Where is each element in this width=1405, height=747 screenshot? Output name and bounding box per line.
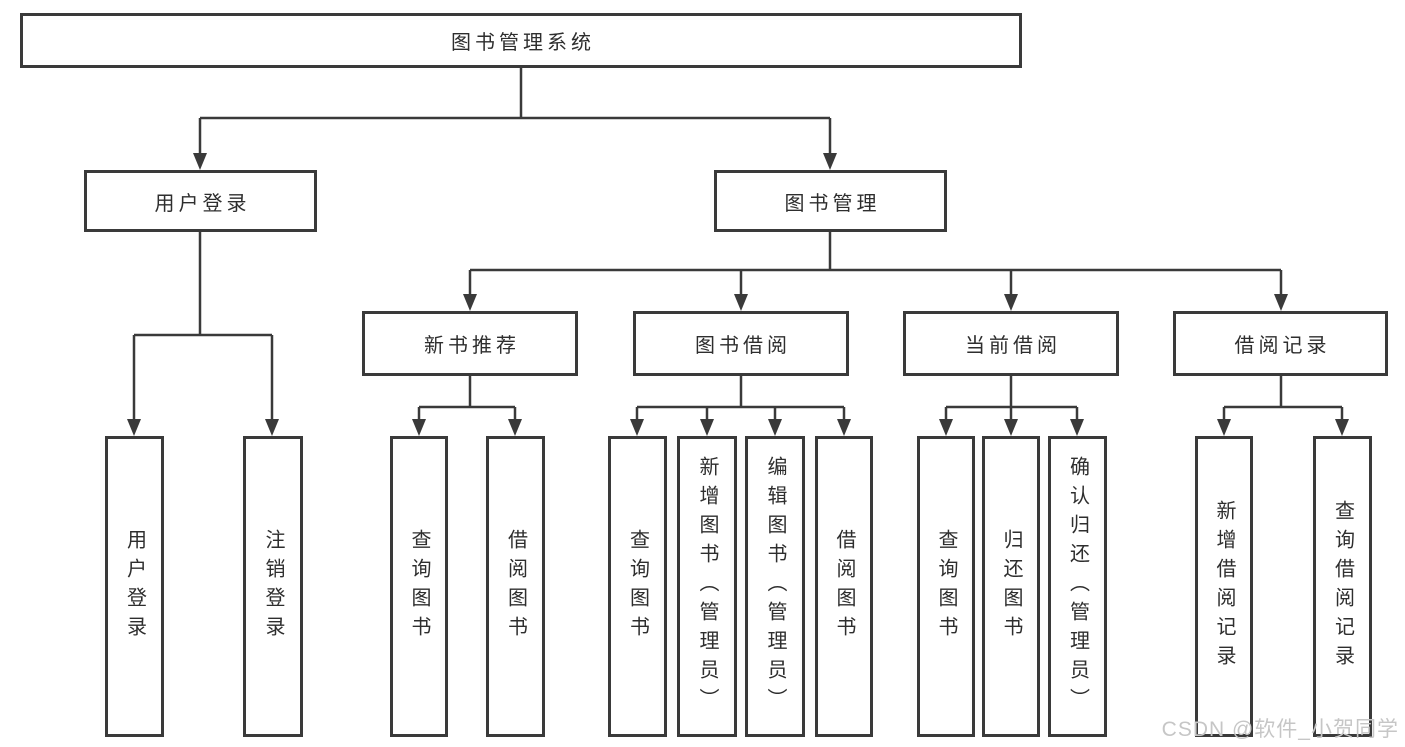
leaf-label: 确认归还（管理员） [1066,456,1089,717]
leaf-label: 查询图书 [408,528,430,645]
node-new-book-recommend: 新书推荐 [362,311,578,376]
arrowhead-icons [127,153,1349,436]
leaf-add-borrow-record: 新增借阅记录 [1195,436,1253,737]
leaf-label: 用户登录 [123,528,146,645]
leaf-query-borrow-record: 查询借阅记录 [1313,436,1372,737]
node-label: 图书管理 [784,192,881,215]
leaf-label: 查询图书 [935,528,957,645]
leaf-add-books-admin: 新增图书（管理员） [677,436,737,737]
leaf-label: 借阅图书 [833,528,855,645]
node-borrow-records: 借阅记录 [1173,311,1388,376]
node-label: 新书推荐 [424,335,520,357]
node-book-borrow: 图书借阅 [633,311,849,376]
leaf-label: 查询借阅记录 [1331,499,1354,674]
leaf-query-books: 查询图书 [390,436,448,737]
node-root-label: 图书管理系统 [451,32,595,54]
leaf-label: 注销登录 [262,528,284,645]
leaf-label: 借阅图书 [504,528,527,645]
node-current-borrow: 当前借阅 [903,311,1119,376]
node-book-management: 图书管理 [714,170,947,232]
leaf-edit-books-admin: 编辑图书（管理员） [745,436,805,737]
node-label: 用户登录 [154,192,251,215]
leaf-label: 查询图书 [626,528,649,645]
node-label: 借阅记录 [1234,335,1331,357]
node-root-system: 图书管理系统 [20,13,1022,68]
leaf-borrow-books: 借阅图书 [815,436,873,737]
leaf-label: 新增借阅记录 [1213,499,1235,674]
csdn-watermark: CSDN @软件_小贺同学 [1161,718,1399,741]
leaf-label: 归还图书 [1000,528,1022,645]
leaf-query-books: 查询图书 [917,436,975,737]
leaf-confirm-return-admin: 确认归还（管理员） [1048,436,1107,737]
leaf-query-books: 查询图书 [608,436,667,737]
leaf-label: 新增图书（管理员） [696,456,718,717]
leaf-user-login: 用户登录 [105,436,164,737]
leaf-label: 编辑图书（管理员） [764,456,786,717]
node-label: 图书借阅 [695,335,791,357]
leaf-logout: 注销登录 [243,436,303,737]
leaf-borrow-books: 借阅图书 [486,436,545,737]
leaf-return-books: 归还图书 [982,436,1040,737]
node-label: 当前借阅 [965,335,1061,357]
node-user-login-group: 用户登录 [84,170,317,232]
